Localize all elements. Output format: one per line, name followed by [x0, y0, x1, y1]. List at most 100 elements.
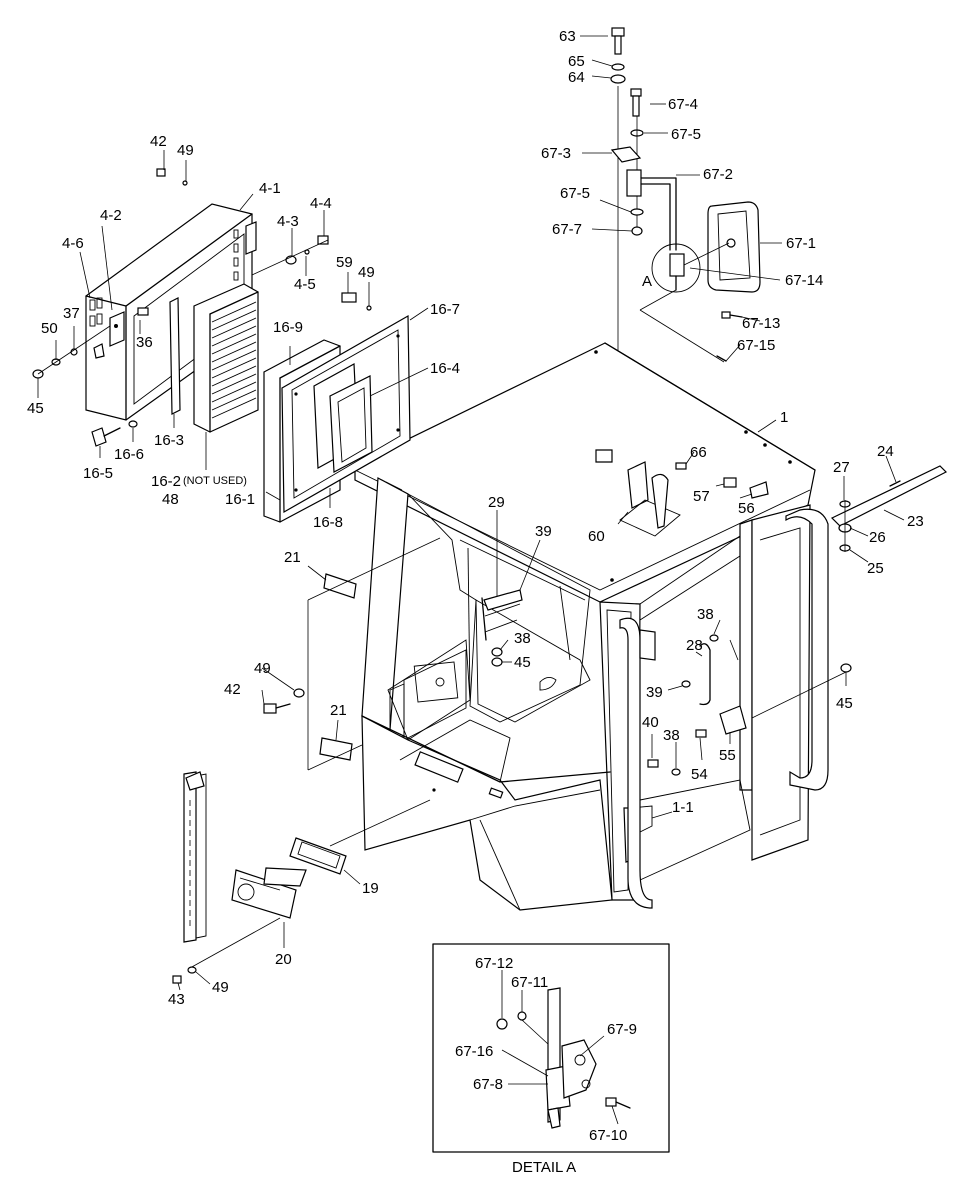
label-67-1: 67-1 — [786, 235, 816, 252]
label-38-lower: 38 — [663, 727, 680, 744]
label-45-left: 45 — [27, 400, 44, 417]
washer-65 — [611, 63, 625, 71]
filter-16-2 — [193, 283, 259, 433]
label-4-2: 4-2 — [100, 207, 122, 224]
label-28: 28 — [686, 637, 703, 654]
label-67-5: 67-5 — [560, 185, 590, 202]
label-43: 43 — [168, 991, 185, 1008]
label-42-mid: 42 — [224, 681, 241, 698]
screw-4-4 — [317, 235, 329, 245]
washer-67-11 — [517, 1011, 527, 1021]
label-55: 55 — [719, 747, 736, 764]
label-59: 59 — [336, 254, 353, 271]
washer-38 — [491, 647, 503, 657]
bolt-42 — [263, 703, 277, 714]
label-24: 24 — [877, 443, 894, 460]
bolt-40 — [647, 759, 659, 768]
label-66: 66 — [690, 444, 707, 461]
screw-42 — [156, 168, 166, 177]
label-16-7: 16-7 — [430, 301, 460, 318]
label-60: 60 — [588, 528, 605, 545]
label-65: 65 — [568, 53, 585, 70]
label-16-9: 16-9 — [273, 319, 303, 336]
label-67-16: 67-16 — [455, 1043, 493, 1060]
label-37: 37 — [63, 305, 80, 322]
label-54: 54 — [691, 766, 708, 783]
mirror-67-1 — [707, 201, 761, 293]
label-16-3: 16-3 — [154, 432, 184, 449]
label-67-15: 67-15 — [737, 337, 775, 354]
label-67-8: 67-8 — [473, 1076, 503, 1093]
label-27: 27 — [833, 459, 850, 476]
label-67-2: 67-2 — [703, 166, 733, 183]
label-42-top: 42 — [150, 133, 167, 150]
washer-67-5 — [630, 208, 644, 216]
label-a: A — [642, 273, 652, 290]
label-38-inner: 38 — [514, 630, 531, 647]
label-45-right: 45 — [836, 695, 853, 712]
label-23: 23 — [907, 513, 924, 530]
label-49-filter: 49 — [358, 264, 375, 281]
label-67-10: 67-10 — [589, 1127, 627, 1144]
label-1-1: 1-1 — [672, 799, 694, 816]
label-21-top: 21 — [284, 549, 301, 566]
label-67-14: 67-14 — [785, 272, 823, 289]
label-29: 29 — [488, 494, 505, 511]
bolt-67-10 — [605, 1097, 617, 1107]
label-4-1: 4-1 — [259, 180, 281, 197]
label-49-top: 49 — [177, 142, 194, 159]
bolt-54 — [695, 729, 707, 738]
label-38-right: 38 — [697, 606, 714, 623]
label-4-4: 4-4 — [310, 195, 332, 212]
label-20: 20 — [275, 951, 292, 968]
nut-67-12 — [496, 1018, 508, 1030]
washer-49 — [187, 966, 197, 974]
label-26: 26 — [869, 529, 886, 546]
plate-19 — [289, 837, 347, 875]
label-16-5: 16-5 — [83, 465, 113, 482]
nut-45-mid — [491, 657, 503, 667]
strip-16-3 — [169, 297, 181, 415]
bolt-57 — [723, 477, 737, 488]
label-67-4: 67-4 — [668, 96, 698, 113]
rail-assembly-20 — [172, 771, 307, 984]
label-50: 50 — [41, 320, 58, 337]
rod-28 — [699, 643, 711, 706]
nut-45-right — [840, 663, 852, 673]
label-36: 36 — [136, 334, 153, 351]
label-39-inner: 39 — [535, 523, 552, 540]
label-67-7: 67-7 — [552, 221, 582, 238]
rod-assembly-23 — [830, 465, 948, 552]
air-filter-housing-4 — [32, 168, 372, 447]
plate-56 — [749, 481, 769, 499]
label-67-13: 67-13 — [742, 315, 780, 332]
filter-frame-16 — [263, 314, 411, 523]
label-4-3: 4-3 — [277, 213, 299, 230]
label-67-12: 67-12 — [475, 955, 513, 972]
label-67-11: 67-11 — [511, 974, 548, 991]
label-16-2: 16-2 — [151, 473, 181, 490]
detail-a-title: DETAIL A — [512, 1159, 576, 1176]
label-67-3: 67-3 — [541, 145, 571, 162]
label-4-5: 4-5 — [294, 276, 316, 293]
label-64: 64 — [568, 69, 585, 86]
label-49-mid: 49 — [254, 660, 271, 677]
label-67-9: 67-9 — [607, 1021, 637, 1038]
bolt-63 — [611, 27, 625, 55]
label-4-6: 4-6 — [62, 235, 84, 252]
label-49-bottom: 49 — [212, 979, 229, 996]
label-67-5-top: 67-5 — [671, 126, 701, 143]
detail-a-box — [432, 943, 670, 1153]
label-39-right: 39 — [646, 684, 663, 701]
detail-a-circle — [651, 243, 701, 293]
label-48: 48 — [162, 491, 179, 508]
bolt-66 — [675, 462, 687, 470]
grab-rail-side — [785, 508, 829, 791]
washer-49-mid — [293, 688, 305, 698]
label-16-8: 16-8 — [313, 514, 343, 531]
label-16-4: 16-4 — [430, 360, 460, 377]
screw-67-13 — [721, 311, 743, 319]
label-45-inner: 45 — [514, 654, 531, 671]
label-16-2-note: (NOT USED) — [183, 475, 247, 487]
